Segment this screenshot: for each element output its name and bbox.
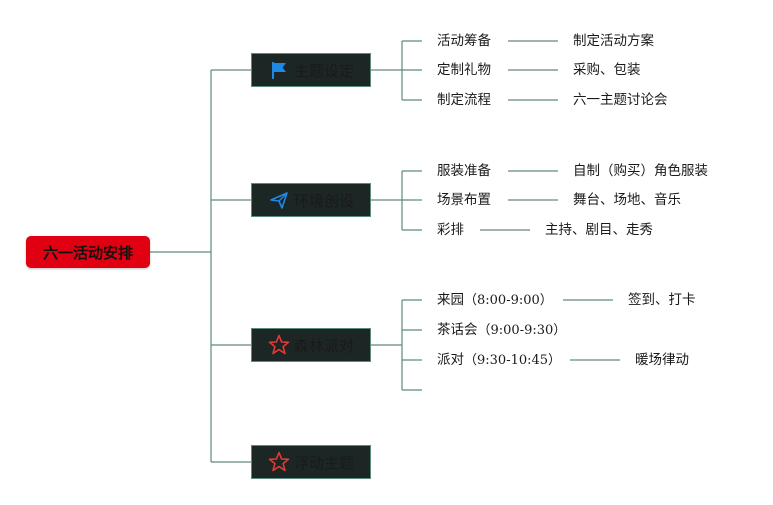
item-label[interactable]: 制定流程 bbox=[437, 92, 491, 108]
item-label[interactable]: 场景布置 bbox=[437, 192, 491, 208]
item-label[interactable]: 活动筹备 bbox=[437, 33, 491, 49]
item-detail[interactable]: 六一主题讨论会 bbox=[573, 92, 668, 108]
item-label[interactable]: 定制礼物 bbox=[437, 62, 491, 78]
star-icon bbox=[268, 334, 290, 356]
item-label[interactable]: 彩排 bbox=[437, 222, 464, 238]
flag-icon bbox=[268, 59, 290, 81]
item-label[interactable]: 派对（9:30-10:45） bbox=[437, 352, 562, 368]
item-detail[interactable]: 制定活动方案 bbox=[573, 33, 654, 49]
item-detail[interactable]: 采购、包装 bbox=[573, 62, 641, 78]
paper-plane-icon bbox=[268, 189, 290, 211]
branch-node-forest-party[interactable]: 森林派对 bbox=[251, 328, 371, 362]
item-detail[interactable]: 舞台、场地、音乐 bbox=[573, 192, 681, 208]
item-label[interactable]: 来园（8:00-9:00） bbox=[437, 292, 553, 308]
root-node[interactable]: 六一活动安排 bbox=[26, 236, 150, 268]
branch-label: 森林派对 bbox=[293, 336, 354, 355]
root-label: 六一活动安排 bbox=[42, 243, 133, 262]
item-label[interactable]: 茶话会（9:00-9:30） bbox=[437, 322, 567, 338]
item-detail[interactable]: 签到、打卡 bbox=[628, 292, 696, 308]
star-icon bbox=[268, 451, 290, 473]
item-detail[interactable]: 主持、剧目、走秀 bbox=[545, 222, 653, 238]
branch-label: 主题设定 bbox=[293, 61, 354, 80]
branch-label: 浮动主题 bbox=[293, 453, 354, 472]
branch-node-environment[interactable]: 环境创设 bbox=[251, 183, 371, 217]
branch-node-theme[interactable]: 主题设定 bbox=[251, 53, 371, 87]
branch-label: 环境创设 bbox=[293, 191, 354, 210]
item-detail[interactable]: 暖场律动 bbox=[635, 352, 689, 368]
item-detail[interactable]: 自制（购买）角色服装 bbox=[573, 163, 708, 179]
item-label[interactable]: 服装准备 bbox=[437, 163, 491, 179]
branch-node-floating-topic[interactable]: 浮动主题 bbox=[251, 445, 371, 479]
